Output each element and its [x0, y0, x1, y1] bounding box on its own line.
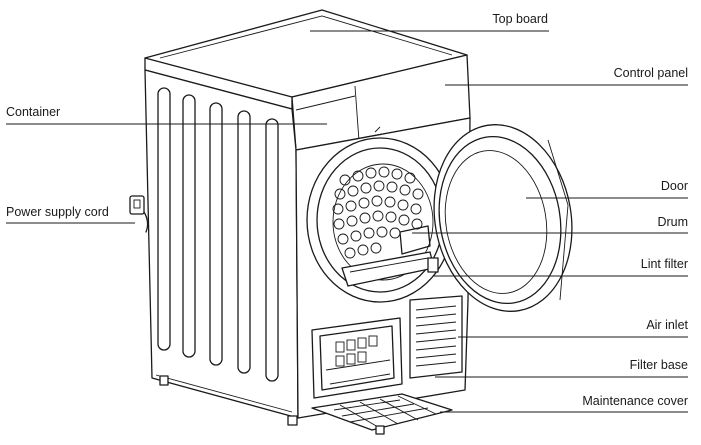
dryer-illustration: [129, 9, 573, 435]
maintenance-cover: [311, 393, 453, 435]
label-air-inlet: Air inlet: [646, 318, 688, 332]
cover-foot: [375, 425, 385, 435]
label-maintenance-cover: Maintenance cover: [582, 394, 688, 408]
container-rib: [209, 102, 223, 366]
foot: [159, 375, 169, 386]
label-power-supply-cord: Power supply cord: [6, 205, 109, 219]
labels: Top board Control panel Container Power …: [6, 12, 689, 408]
container-rib: [157, 87, 171, 351]
label-filter-base: Filter base: [630, 358, 688, 372]
label-door: Door: [661, 179, 688, 193]
foot: [287, 415, 298, 426]
container-rib: [237, 110, 251, 374]
drum-baffle: [399, 225, 431, 255]
label-control-panel: Control panel: [614, 66, 688, 80]
container-rib: [182, 94, 196, 358]
label-container: Container: [6, 105, 60, 119]
container: [144, 69, 299, 419]
container-rib: [265, 118, 279, 382]
label-drum: Drum: [657, 215, 688, 229]
leader-lines: [6, 30, 688, 413]
air-inlet: [409, 295, 463, 379]
label-lint-filter: Lint filter: [641, 257, 688, 271]
power-supply-cord: [129, 195, 149, 233]
door: [433, 124, 573, 312]
door-hinge: [427, 257, 439, 273]
label-top-board: Top board: [492, 12, 548, 26]
filter-base: [311, 317, 403, 399]
